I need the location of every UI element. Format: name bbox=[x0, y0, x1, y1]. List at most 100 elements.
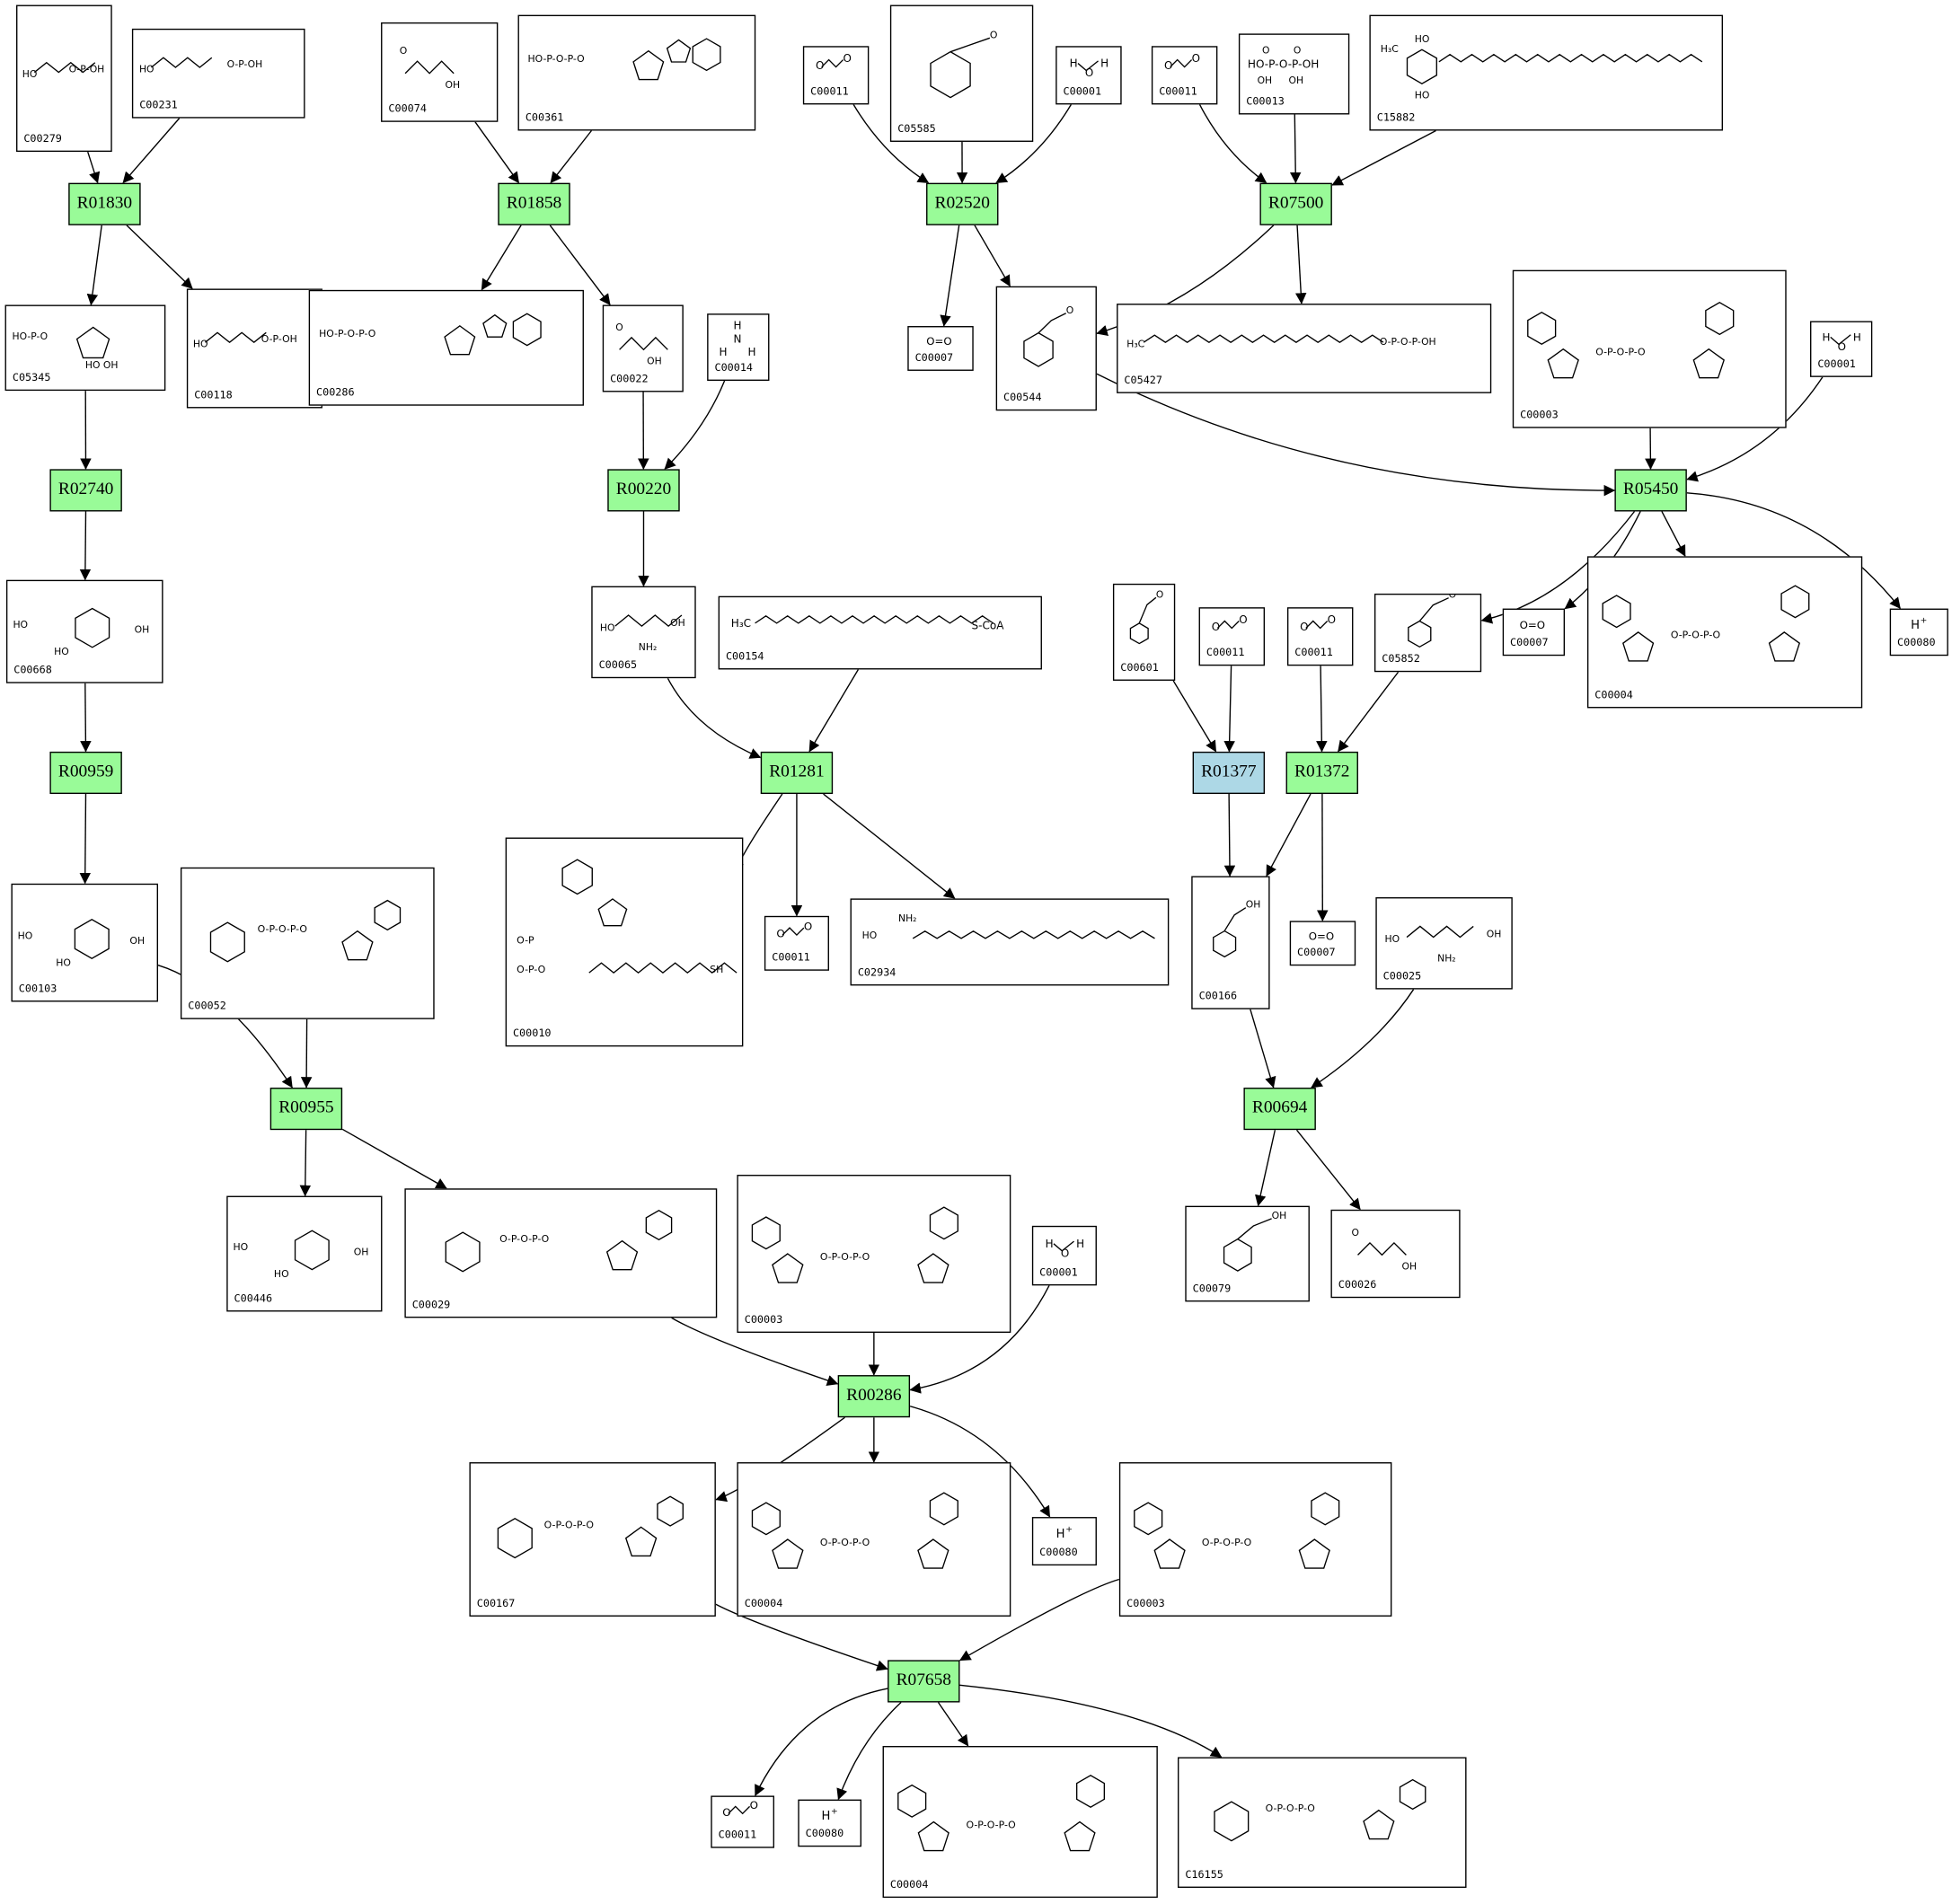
reaction-node[interactable]: R01372 bbox=[1285, 751, 1358, 795]
reaction-node[interactable]: R00959 bbox=[49, 751, 122, 795]
reaction-node[interactable]: R00955 bbox=[269, 1088, 343, 1131]
compound-id-label: C00011 bbox=[810, 85, 849, 99]
svg-text:OH: OH bbox=[647, 355, 662, 366]
reaction-node[interactable]: R01281 bbox=[760, 751, 834, 795]
svg-text:H: H bbox=[1076, 1238, 1084, 1250]
compound-id-label: C05345 bbox=[12, 372, 51, 385]
svg-text:HO: HO bbox=[274, 1268, 289, 1280]
reaction-node[interactable]: R00286 bbox=[837, 1375, 911, 1418]
reaction-node[interactable]: R07500 bbox=[1259, 182, 1332, 225]
svg-text:HO: HO bbox=[22, 68, 38, 80]
compound-node[interactable]: H+C00080 bbox=[798, 1799, 862, 1847]
reaction-node[interactable]: R02520 bbox=[926, 182, 999, 225]
edge-arrow bbox=[1198, 104, 1267, 184]
compound-id-label: C00007 bbox=[914, 352, 954, 365]
compound-node[interactable]: OC05852 bbox=[1373, 593, 1482, 673]
reaction-node[interactable]: R01858 bbox=[498, 182, 570, 225]
svg-text:O: O bbox=[615, 322, 623, 333]
compound-id-label: C00361 bbox=[525, 111, 564, 125]
compound-id-label: C00004 bbox=[744, 1598, 783, 1610]
svg-text:HO OH: HO OH bbox=[85, 359, 119, 371]
edge-arrow bbox=[1295, 1129, 1361, 1211]
reaction-node[interactable]: R05450 bbox=[1614, 469, 1687, 512]
edge-arrow bbox=[974, 225, 1011, 287]
reaction-node[interactable]: R02740 bbox=[49, 469, 122, 512]
svg-text:HO-P-O-P-OH: HO-P-O-P-OH bbox=[1248, 58, 1320, 71]
svg-text:O: O bbox=[1449, 595, 1456, 600]
compound-node[interactable]: H+C00080 bbox=[1889, 608, 1948, 657]
compound-node[interactable]: H+ C00080 bbox=[1031, 1517, 1097, 1566]
reaction-node[interactable]: R07658 bbox=[888, 1660, 960, 1703]
svg-text:H: H bbox=[1046, 1238, 1054, 1250]
structure-drawing: OOH bbox=[1352, 1227, 1418, 1273]
structure-drawing: H+ bbox=[1056, 1525, 1073, 1542]
reaction-node[interactable]: R00220 bbox=[607, 469, 680, 512]
svg-text:H₃C: H₃C bbox=[1126, 339, 1144, 350]
svg-text:H: H bbox=[720, 346, 728, 358]
edge-arrow bbox=[1295, 225, 1307, 304]
reaction-node[interactable]: R01377 bbox=[1192, 751, 1266, 795]
svg-text:O=O: O=O bbox=[1309, 930, 1334, 942]
compound-id-label: C00001 bbox=[1063, 85, 1102, 99]
reaction-node[interactable]: R01830 bbox=[68, 182, 141, 225]
svg-text:O-P-O-P-O: O-P-O-P-O bbox=[1266, 1803, 1315, 1814]
structure-drawing: OO bbox=[816, 52, 852, 72]
structure-drawing: OH bbox=[1223, 1210, 1286, 1272]
reaction-node[interactable]: R00694 bbox=[1243, 1088, 1316, 1131]
compound-id-label: C00080 bbox=[1039, 1547, 1078, 1560]
